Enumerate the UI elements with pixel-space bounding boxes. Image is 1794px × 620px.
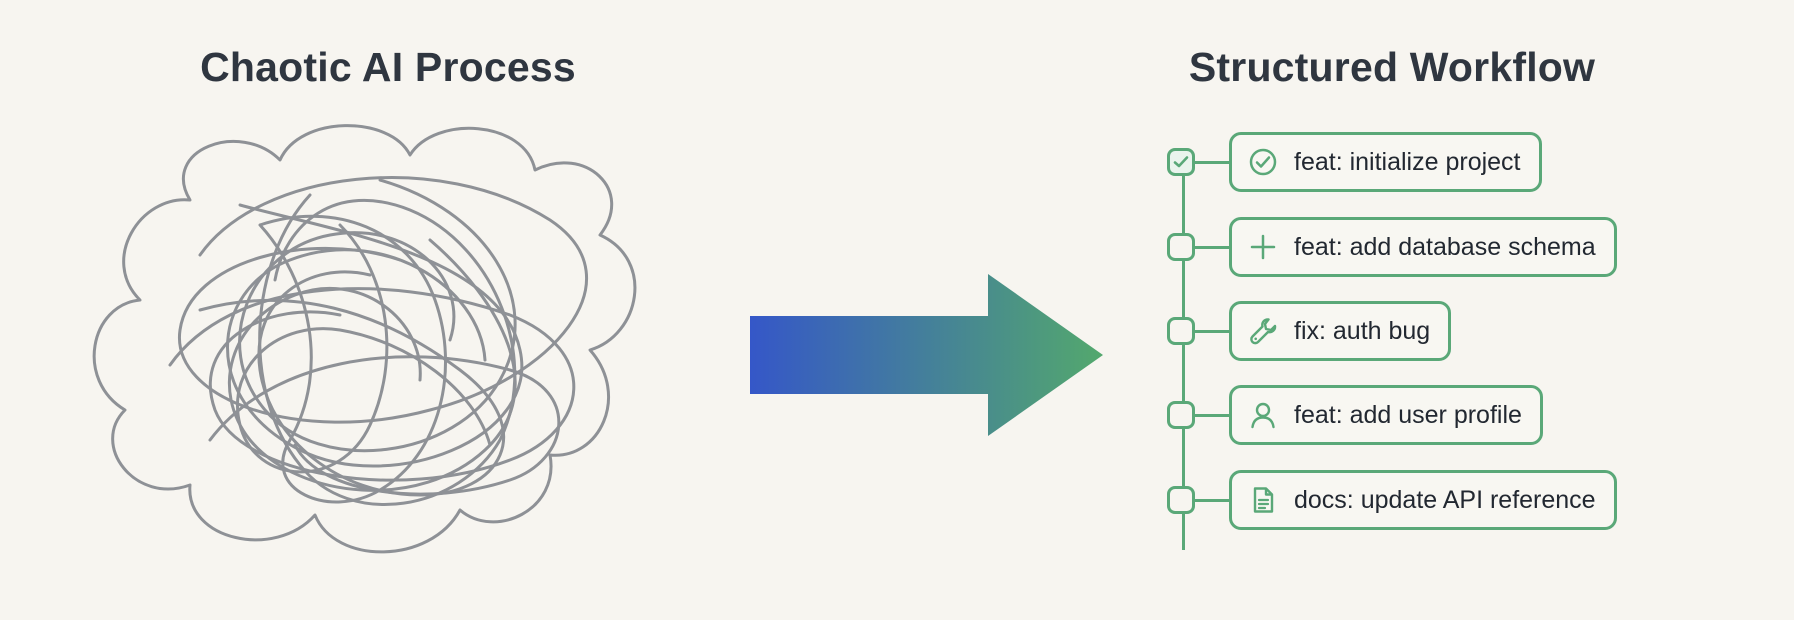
commit-connector (1195, 499, 1229, 502)
commit-node-pending (1167, 233, 1195, 261)
check-circle-icon (1246, 145, 1280, 179)
commit-connector (1195, 414, 1229, 417)
commit-node-completed (1167, 148, 1195, 176)
scribble-loop (226, 203, 524, 468)
scribble-loop (227, 238, 517, 492)
commit-message: feat: add user profile (1294, 400, 1522, 429)
commit-connector (1195, 161, 1229, 164)
commit-card[interactable]: docs: update API reference (1229, 470, 1617, 530)
wrench-icon (1246, 314, 1280, 348)
commit-card[interactable]: feat: add user profile (1229, 385, 1543, 445)
document-icon (1246, 483, 1280, 517)
scribble-loop (236, 223, 492, 474)
plus-icon (1246, 230, 1280, 264)
user-icon (1246, 398, 1280, 432)
commit-message: feat: initialize project (1294, 147, 1521, 176)
structured-workflow-title: Structured Workflow (1188, 44, 1596, 90)
timeline-vertical-line (1182, 165, 1185, 550)
transition-arrow (750, 274, 1103, 436)
scribble-loop (178, 176, 588, 424)
commit-message: fix: auth bug (1294, 316, 1431, 345)
scribble-loop (198, 270, 505, 497)
commit-card[interactable]: fix: auth bug (1229, 301, 1452, 361)
checkmark-icon (1173, 156, 1189, 168)
scribble-loop (258, 193, 517, 507)
commit-message: feat: add database schema (1294, 232, 1596, 261)
commit-timeline: feat: initialize project feat: add datab… (1150, 120, 1790, 590)
commit-card[interactable]: feat: initialize project (1229, 132, 1542, 192)
commit-node-pending (1167, 401, 1195, 429)
scribble-loop (168, 287, 576, 482)
commit-node-pending (1167, 317, 1195, 345)
commit-card[interactable]: feat: add database schema (1229, 217, 1617, 277)
commit-connector (1195, 330, 1229, 333)
gradient-arrow-shape (750, 274, 1103, 436)
commit-connector (1195, 246, 1229, 249)
chaotic-process-title: Chaotic AI Process (200, 44, 576, 90)
commit-node-pending (1167, 486, 1195, 514)
chaotic-scribble-cloud (92, 124, 637, 554)
cloud-outline (92, 124, 637, 554)
commit-message: docs: update API reference (1294, 485, 1596, 514)
